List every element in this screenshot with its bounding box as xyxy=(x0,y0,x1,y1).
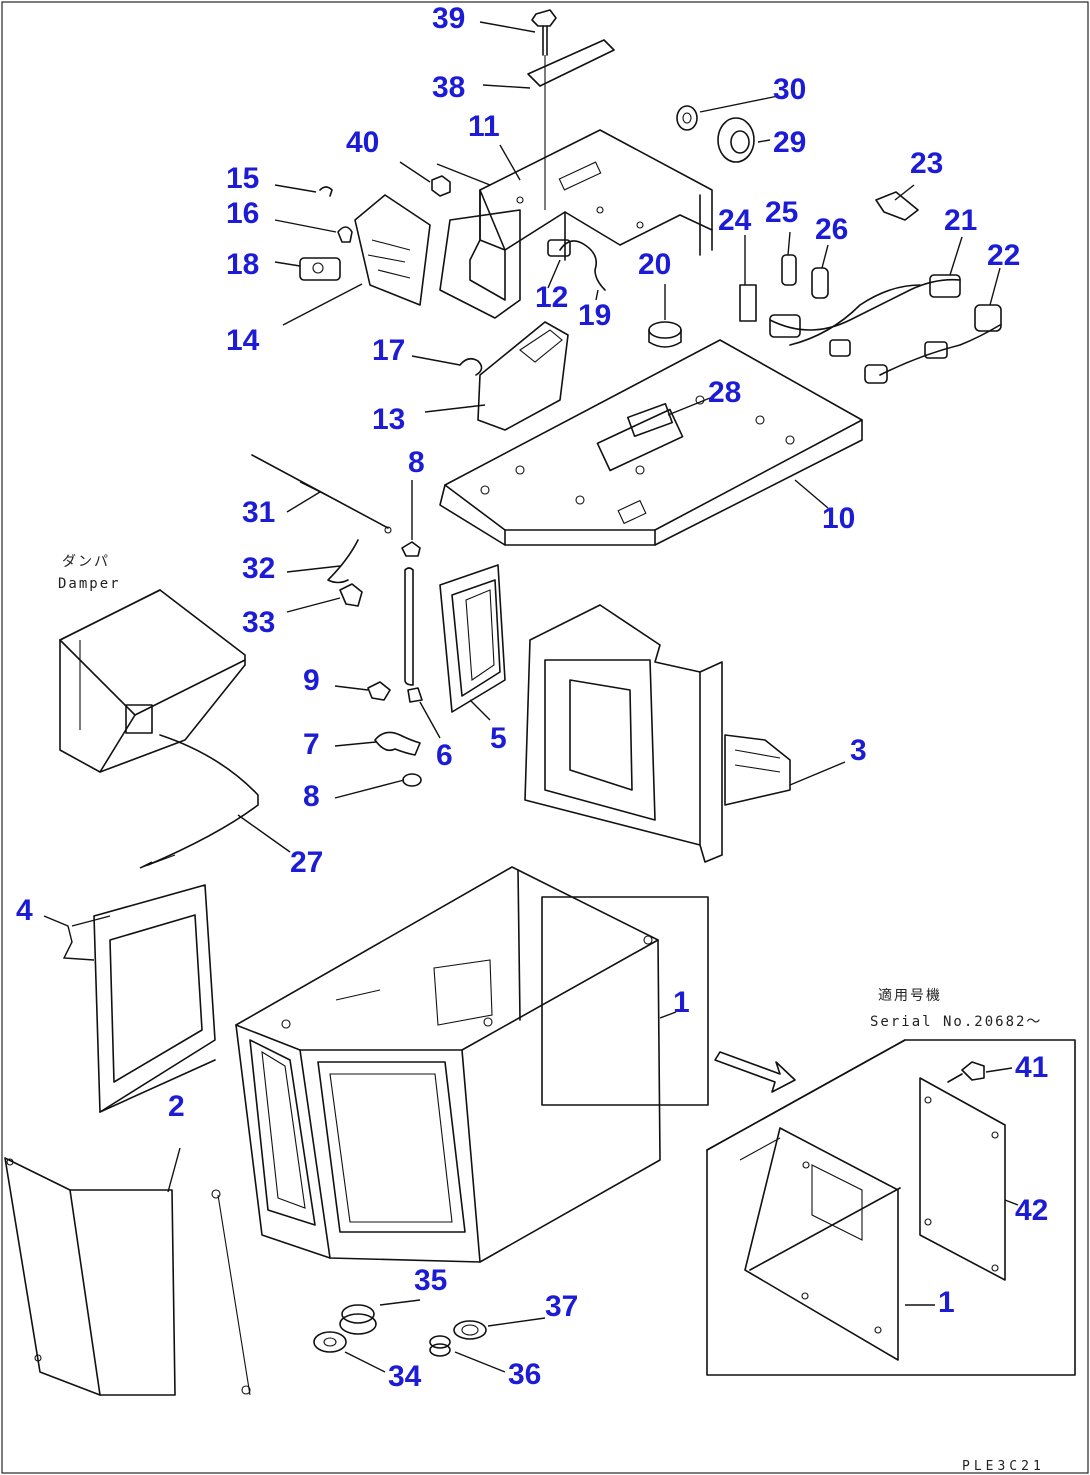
part-number-42: 42 xyxy=(1015,1194,1048,1227)
bracket-13-shape xyxy=(477,321,569,431)
part-number-1-main: 1 xyxy=(673,986,690,1019)
cable-27-shape xyxy=(147,734,259,866)
bracket-11-shape xyxy=(439,129,713,319)
clamp-33-shape xyxy=(339,583,363,607)
part-number-33: 33 xyxy=(242,606,275,639)
harness-21-shape xyxy=(769,274,961,357)
cover-plate-42-shape xyxy=(919,1077,1006,1281)
harness-12-19-shape xyxy=(547,239,606,291)
part-number-8-bottom: 8 xyxy=(303,780,320,813)
part-number-25: 25 xyxy=(765,196,798,229)
grommet-29-shape xyxy=(717,117,755,163)
bracket-7-shape xyxy=(374,731,421,756)
panel-2-shape xyxy=(4,1157,251,1396)
part-number-30: 30 xyxy=(773,73,806,106)
callout-box xyxy=(541,896,709,1106)
connector-26-shape xyxy=(811,267,829,299)
part-number-14: 14 xyxy=(226,324,260,357)
part-number-27: 27 xyxy=(290,846,323,879)
part-number-1-inset: 1 xyxy=(938,1286,955,1319)
bolt-41-shape xyxy=(947,1061,985,1083)
damper-label-en: Damper xyxy=(58,576,121,592)
mount-34-shape xyxy=(313,1331,347,1353)
part-number-34: 34 xyxy=(388,1360,422,1393)
box-3-shape xyxy=(524,604,791,863)
part-number-24: 24 xyxy=(718,204,752,237)
part-number-2: 2 xyxy=(168,1090,185,1123)
window-frame-4-shape xyxy=(93,884,216,1113)
damper-label-jp: ダンパ xyxy=(62,554,110,570)
mount-35-shape xyxy=(339,1304,377,1335)
part-number-32: 32 xyxy=(242,552,275,585)
part-number-5: 5 xyxy=(490,722,507,755)
mount-37-shape xyxy=(453,1320,487,1340)
part-number-29: 29 xyxy=(773,126,806,159)
part-number-22: 22 xyxy=(987,239,1020,272)
serial-note-en: Serial No.20682〜 xyxy=(870,1014,1042,1030)
part-number-31: 31 xyxy=(242,496,275,529)
plate-38-shape xyxy=(527,39,615,87)
direction-arrow xyxy=(714,1051,796,1093)
serial-note-jp: 適用号機 xyxy=(878,987,942,1004)
rod-6-shape xyxy=(404,567,423,703)
clip-17-shape xyxy=(459,357,483,376)
part-number-17: 17 xyxy=(372,334,405,367)
floor-plate-10-shape xyxy=(439,339,863,546)
cap-20-shape xyxy=(648,321,682,348)
part-number-38: 38 xyxy=(432,71,465,104)
clip-9-shape xyxy=(367,681,391,701)
cab-body-1-shape xyxy=(235,866,661,1263)
part-number-8-top: 8 xyxy=(408,446,425,479)
lever-32-shape xyxy=(327,539,359,584)
part-number-11: 11 xyxy=(468,110,500,143)
clip-15-shape xyxy=(319,186,333,197)
part-number-39: 39 xyxy=(432,2,465,35)
clamp-18-shape xyxy=(299,257,341,281)
pedal-28-shape xyxy=(626,402,674,438)
leader-lines xyxy=(43,21,1019,1373)
clip-16-shape xyxy=(337,226,353,243)
part-number-35: 35 xyxy=(414,1264,447,1297)
part-number-20: 20 xyxy=(638,248,671,281)
part-number-26: 26 xyxy=(815,213,848,246)
connector-23-shape xyxy=(875,191,919,221)
part-number-41: 41 xyxy=(1015,1051,1048,1084)
part-number-16: 16 xyxy=(226,197,259,230)
spring-36-shape xyxy=(429,1335,451,1357)
damper-shape xyxy=(59,589,246,773)
part-number-40: 40 xyxy=(346,126,379,159)
plate-14-shape xyxy=(354,194,431,306)
frame-5-shape xyxy=(439,564,506,713)
part-number-13: 13 xyxy=(372,403,405,436)
relay-24-shape xyxy=(739,284,757,322)
connector-25-shape xyxy=(781,254,797,286)
part-number-37: 37 xyxy=(545,1290,578,1323)
part-number-3: 3 xyxy=(850,734,867,767)
nut-40-shape xyxy=(431,175,451,197)
part-number-36: 36 xyxy=(508,1358,541,1391)
grommet-30-shape xyxy=(676,105,698,131)
part-number-23: 23 xyxy=(910,147,943,180)
part-number-7: 7 xyxy=(303,728,320,761)
washer-8a-shape xyxy=(401,541,421,557)
part-number-18: 18 xyxy=(226,248,259,281)
part-number-19: 19 xyxy=(578,299,611,332)
part-number-15: 15 xyxy=(226,162,259,195)
part-number-21: 21 xyxy=(944,204,977,237)
part-number-4: 4 xyxy=(16,894,33,927)
harness-22-shape xyxy=(864,304,1002,384)
drawing-reference: PLE3C21 xyxy=(962,1459,1045,1474)
part-number-28: 28 xyxy=(708,376,741,409)
part-number-12: 12 xyxy=(535,281,568,314)
part-number-10: 10 xyxy=(822,502,855,535)
washer-8b-shape xyxy=(402,773,422,787)
part-number-6: 6 xyxy=(436,739,453,772)
bolt-39-shape xyxy=(531,9,557,210)
part-number-9: 9 xyxy=(303,664,320,697)
inset-detail-box xyxy=(706,1039,1076,1376)
